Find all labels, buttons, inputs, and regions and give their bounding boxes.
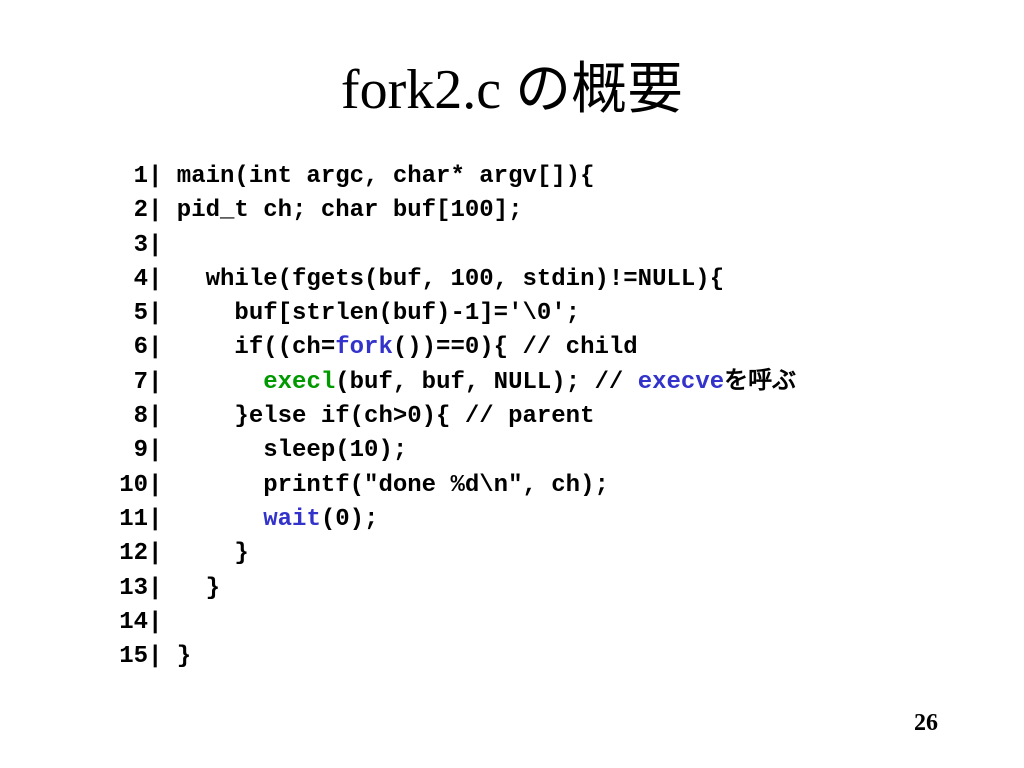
line-number: 3 — [133, 231, 148, 259]
code-line-10: 10| printf("done %d\n", ch); — [104, 469, 796, 503]
code-text: } — [162, 643, 192, 671]
line-number: 11 — [119, 505, 148, 533]
code-line-13: 13| } — [104, 572, 796, 606]
code-line-11: 11| wait(0); — [104, 503, 796, 537]
line-separator: | — [148, 608, 163, 636]
line-separator: | — [148, 574, 163, 602]
line-number: 5 — [133, 300, 148, 328]
code-keyword: execve — [637, 368, 725, 396]
line-number: 1 — [133, 163, 148, 190]
line-separator: | — [148, 334, 163, 362]
code-line-3: 3| — [104, 229, 796, 263]
line-number: 6 — [133, 334, 148, 362]
code-text: } — [162, 574, 221, 602]
code-line-8: 8| }else if(ch>0){ // parent — [104, 400, 796, 434]
code-keyword: execl — [263, 368, 336, 396]
code-text: (buf, buf, NULL); // — [335, 368, 638, 396]
code-keyword: fork — [335, 334, 393, 362]
code-text: を呼ぶ — [724, 368, 797, 396]
line-number: 2 — [133, 197, 148, 225]
line-separator: | — [148, 540, 163, 568]
code-text: buf[strlen(buf)-1]='\0'; — [162, 300, 581, 328]
line-number: 12 — [119, 540, 148, 568]
line-separator: | — [148, 163, 163, 190]
code-text: }else if(ch>0){ // parent — [162, 403, 595, 431]
code-text: sleep(10); — [162, 437, 408, 465]
line-separator: | — [148, 505, 163, 533]
line-number: 4 — [133, 265, 148, 293]
line-number: 7 — [133, 368, 148, 396]
line-number: 9 — [133, 437, 148, 465]
code-line-9: 9| sleep(10); — [104, 434, 796, 468]
code-text: ())==0){ // child — [392, 334, 638, 362]
code-line-6: 6| if((ch=fork())==0){ // child — [104, 331, 796, 365]
code-text: main(int argc, char* argv[]){ — [162, 163, 595, 190]
line-separator: | — [148, 197, 163, 225]
line-number: 14 — [119, 608, 148, 636]
line-separator: | — [148, 437, 163, 465]
code-line-2: 2| pid_t ch; char buf[100]; — [104, 194, 796, 228]
code-text — [162, 506, 263, 533]
line-number: 8 — [133, 403, 148, 431]
line-separator: | — [148, 368, 163, 396]
code-text: pid_t ch; char buf[100]; — [162, 197, 523, 225]
line-number: 10 — [119, 471, 148, 499]
code-line-4: 4| while(fgets(buf, 100, stdin)!=NULL){ — [104, 263, 796, 297]
code-text: (0); — [320, 505, 379, 533]
code-keyword: wait — [263, 505, 321, 533]
line-separator: | — [148, 265, 163, 293]
code-text: if((ch= — [162, 334, 336, 362]
code-listing: 1| main(int argc, char* argv[]){2| pid_t… — [104, 160, 796, 674]
line-separator: | — [148, 403, 163, 431]
line-separator: | — [148, 471, 163, 499]
code-text: printf("done %d\n", ch); — [162, 471, 609, 499]
code-text: } — [162, 540, 249, 568]
line-separator: | — [148, 231, 163, 259]
line-separator: | — [148, 300, 163, 328]
code-line-12: 12| } — [104, 537, 796, 571]
line-number: 15 — [119, 643, 148, 671]
code-line-7: 7| execl(buf, buf, NULL); // execveを呼ぶ — [104, 366, 797, 400]
code-line-5: 5| buf[strlen(buf)-1]='\0'; — [104, 297, 796, 331]
code-line-15: 15| } — [104, 640, 796, 674]
code-text — [162, 369, 263, 396]
code-line-14: 14| — [104, 606, 796, 640]
page-number: 26 — [914, 710, 938, 736]
code-line-1: 1| main(int argc, char* argv[]){ — [104, 160, 796, 194]
line-separator: | — [148, 643, 163, 671]
line-number: 13 — [119, 574, 148, 602]
slide-title: fork2.c の概要 — [340, 59, 684, 121]
code-text: while(fgets(buf, 100, stdin)!=NULL){ — [162, 265, 725, 293]
